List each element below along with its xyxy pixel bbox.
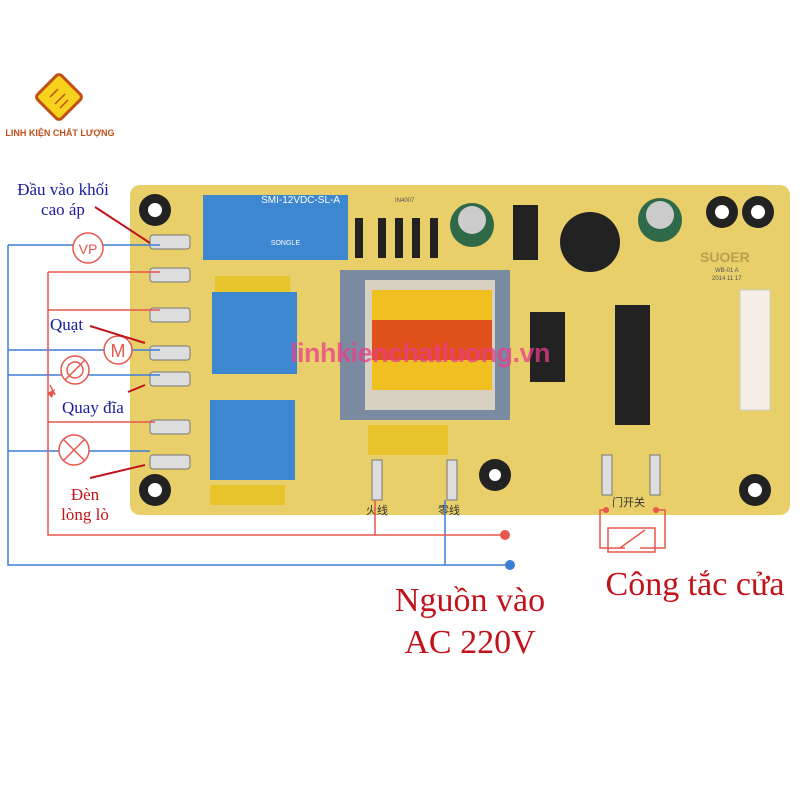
turntable-label: Quay đĩa xyxy=(62,398,124,417)
lamp-line1: Đèn xyxy=(70,485,100,504)
power-line2: AC 220V xyxy=(404,624,536,661)
board-brand: SUOER xyxy=(700,249,750,265)
relay-3 xyxy=(210,400,295,480)
power-line1: Nguồn vào xyxy=(394,582,546,619)
hv-input-label: Đầu vào khối cao áp xyxy=(8,180,118,220)
brand-text: LINH KIỆN CHẤT LƯỢNG xyxy=(5,128,115,138)
motor-symbol-icon xyxy=(103,335,133,365)
pointer-arrows xyxy=(89,206,151,479)
motor-symbol-text: M xyxy=(111,341,126,361)
hv-input-line1: Đầu vào khối xyxy=(17,180,109,199)
vp-symbol-icon xyxy=(72,232,104,264)
relay-1 xyxy=(203,195,348,260)
logo-icon xyxy=(35,73,83,121)
neutral-label: 零线 xyxy=(438,503,460,517)
power-input-label: Nguồn vào AC 220V xyxy=(370,580,570,664)
turntable-symbol-icon xyxy=(49,355,90,396)
lamp-line2: lòng lò xyxy=(61,505,109,524)
door-switch-label: Công tắc cửa xyxy=(605,566,785,603)
circuit-board: SMI-12VDC-SL-A SONGLE IN4007 SUOER WB-01… xyxy=(130,185,790,517)
watermark: linhkienchatluong.vn xyxy=(290,338,551,368)
relay-brand-text: SONGLE xyxy=(271,240,301,247)
fan-label: Quạt xyxy=(50,315,84,334)
hv-input-line2: cao áp xyxy=(41,200,85,219)
relay-model-text: SMI-12VDC-SL-A xyxy=(261,195,340,206)
lamp-symbol-icon xyxy=(58,434,90,466)
board-date: 2014 11 17 xyxy=(712,276,742,282)
door-label: 门开关 xyxy=(612,495,645,509)
diode-label: IN4007 xyxy=(395,198,415,204)
relay-2 xyxy=(212,292,297,374)
live-label: 火线 xyxy=(366,503,388,517)
board-model: WB-01 A xyxy=(715,268,739,274)
vp-symbol-text: VP xyxy=(79,241,98,257)
lamp-label: Đèn lòng lò xyxy=(55,485,115,525)
